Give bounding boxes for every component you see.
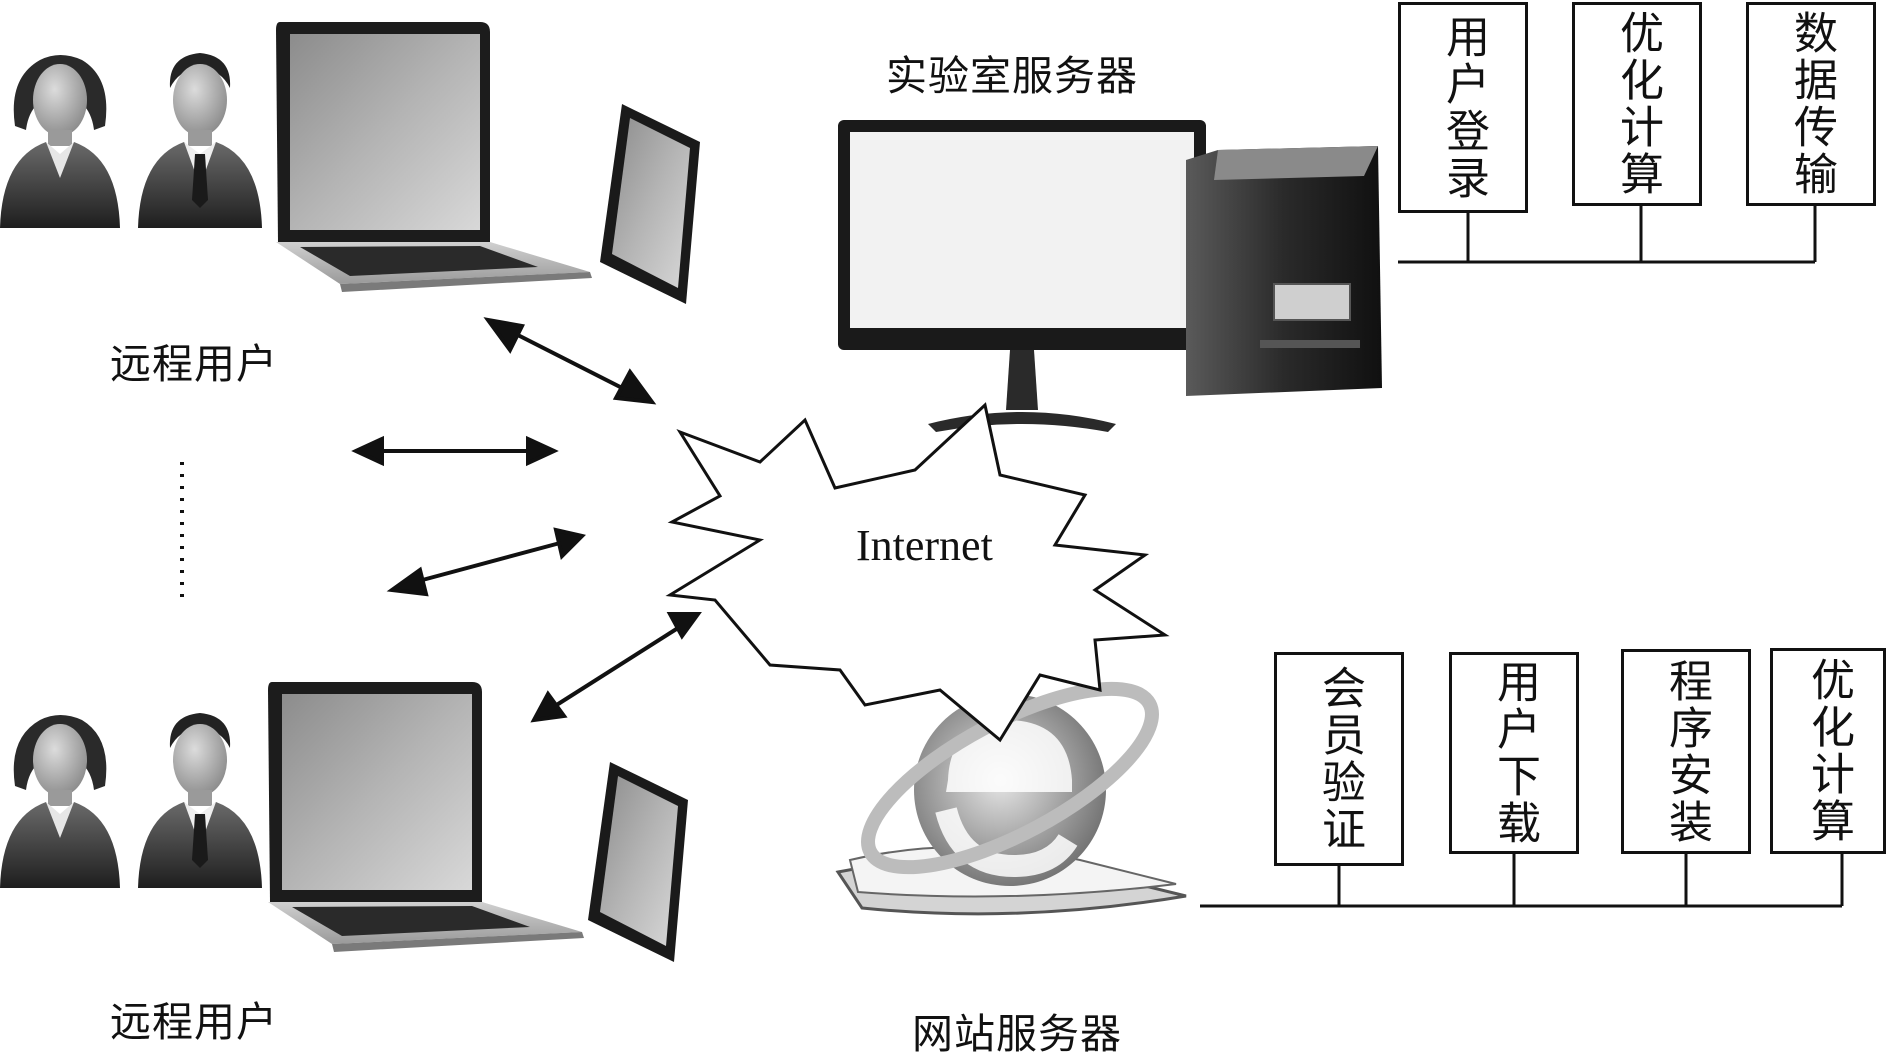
internet-label: Internet (856, 521, 993, 570)
lab-module-box: 用户登录 (1398, 2, 1528, 213)
web-module-box: 优化计算 (1770, 648, 1886, 854)
monitor-icon (838, 120, 1206, 432)
arrow-link (553, 626, 680, 708)
internet-cloud (665, 402, 1170, 743)
arrow-head (386, 566, 429, 597)
remote-user-group-bottom (0, 682, 688, 962)
lab-module-box: 数据传输 (1746, 2, 1876, 206)
male-user-icon (138, 713, 262, 888)
web-module-box: 会员验证 (1274, 652, 1404, 866)
lab-module-connectors (1466, 206, 1817, 262)
laptop-icon (276, 22, 592, 292)
arrow-head (553, 527, 586, 560)
remote-user-label-bottom: 远程用户 (110, 998, 278, 1046)
tablet-icon (600, 104, 700, 304)
arrow-head (483, 317, 525, 354)
male-user-icon (138, 53, 262, 228)
female-user-icon (0, 55, 120, 228)
web-module-label: 会员验证 (1314, 665, 1365, 853)
web-module-box: 程序安装 (1621, 649, 1751, 854)
web-module-box: 用户下载 (1449, 652, 1579, 854)
web-module-label: 优化计算 (1803, 657, 1854, 845)
lab-module-label: 数据传输 (1786, 10, 1837, 198)
web-module-label: 程序安装 (1661, 657, 1712, 846)
arrow-head (351, 435, 384, 467)
web-module-connectors (1337, 854, 1844, 906)
lab-module-box: 优化计算 (1572, 2, 1702, 206)
remote-user-group-top (0, 22, 700, 304)
female-user-icon (0, 715, 120, 888)
web-module-label: 用户下载 (1489, 659, 1540, 847)
lab-server-label: 实验室服务器 (886, 52, 1138, 100)
lab-module-label: 优化计算 (1612, 10, 1663, 198)
arrow-head (612, 368, 657, 405)
web-server-icon (835, 681, 1187, 916)
arrow-link (507, 328, 631, 394)
connection-arrows (351, 317, 702, 723)
pc-tower-icon (1186, 146, 1382, 396)
arrow-head (526, 435, 559, 467)
arrow-head (530, 690, 568, 723)
arrow-link (414, 541, 561, 584)
tablet-icon (588, 762, 688, 962)
arrow-head (666, 612, 702, 640)
remote-user-label-top: 远程用户 (110, 340, 278, 388)
laptop-icon (268, 682, 584, 952)
web-server-label: 网站服务器 (912, 1010, 1122, 1058)
lab-module-label: 用户登录 (1438, 13, 1489, 202)
lab-server-icon (838, 120, 1382, 432)
